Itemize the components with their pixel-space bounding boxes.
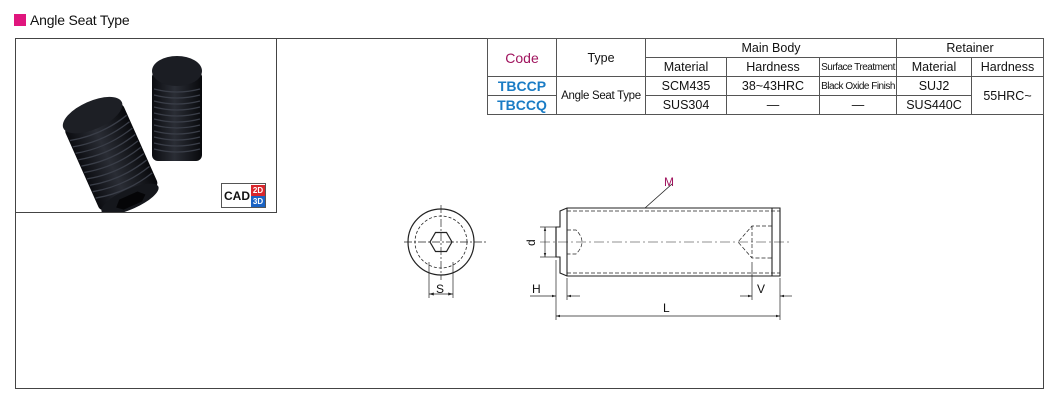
screw-tilted-image xyxy=(62,96,159,215)
table-row: TBCCQ SUS304 — — SUS440C xyxy=(487,95,1044,115)
material-header: Material xyxy=(645,57,727,77)
section-marker-icon xyxy=(14,14,26,26)
code-link-tbccp[interactable]: TBCCP xyxy=(487,76,557,96)
side-view xyxy=(540,207,790,277)
dim-label-L: L xyxy=(663,301,670,315)
surface-cell: — xyxy=(819,95,897,115)
section-header: Angle Seat Type xyxy=(14,12,130,28)
dim-label-S: S xyxy=(436,282,444,296)
cad-3d-badge[interactable]: 3D xyxy=(251,195,265,207)
dimension-lines xyxy=(530,183,792,320)
dim-label-V: V xyxy=(757,282,765,296)
dim-label-H: H xyxy=(532,282,541,296)
retainer-material-cell: SUJ2 xyxy=(896,76,972,96)
material-cell: SUS304 xyxy=(645,95,727,115)
retainer-material-header: Material xyxy=(896,57,972,77)
cad-label: CAD xyxy=(224,188,250,203)
product-photo xyxy=(15,38,277,215)
type-cell: Angle Seat Type xyxy=(556,76,646,115)
table-row: TBCCP Angle Seat Type SCM435 38~43HRC Bl… xyxy=(487,76,1044,115)
dim-label-d: d xyxy=(524,239,538,246)
retainer-hardness-cell: 55HRC~ xyxy=(971,76,1044,115)
retainer-header: Retainer xyxy=(896,38,1044,58)
dim-label-M: M xyxy=(664,175,674,189)
section-title: Angle Seat Type xyxy=(30,12,130,28)
hardness-cell: 38~43HRC xyxy=(726,76,820,96)
retainer-material-cell: SUS440C xyxy=(896,95,972,115)
cad-badge[interactable]: CAD 2D 3D xyxy=(221,183,266,208)
cad-2d-badge[interactable]: 2D xyxy=(251,184,265,196)
set-screw-photo xyxy=(62,56,202,215)
screw-upright-image xyxy=(152,56,202,161)
code-link-tbccq[interactable]: TBCCQ xyxy=(487,95,557,115)
spec-table: Code Type Main Body Retainer Material Ha… xyxy=(487,38,1044,115)
end-view xyxy=(404,205,486,298)
